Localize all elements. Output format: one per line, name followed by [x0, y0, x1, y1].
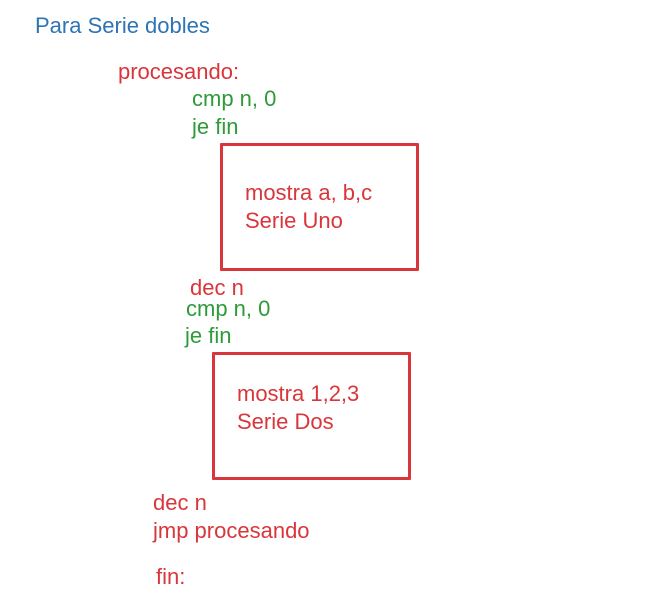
instruction-je-2: je fin	[185, 323, 232, 348]
instruction-dec-1: dec n	[190, 275, 244, 300]
box-serie-dos	[212, 352, 411, 480]
label-procesando: procesando:	[118, 59, 240, 84]
box-serie-uno	[220, 143, 419, 271]
instruction-cmp-2: cmp n, 0	[186, 296, 271, 321]
box-serie-uno-line2: Serie Uno	[245, 208, 343, 233]
page-title: Para Serie dobles	[35, 13, 210, 38]
instruction-dec-2: dec n	[153, 490, 207, 515]
instruction-je-1: je fin	[192, 114, 239, 139]
label-fin: fin:	[156, 564, 186, 589]
instruction-jmp: jmp procesando	[153, 518, 310, 543]
box-serie-dos-line1: mostra 1,2,3	[237, 381, 360, 406]
instruction-cmp-1: cmp n, 0	[192, 86, 277, 111]
box-serie-uno-line1: mostra a, b,c	[245, 180, 373, 205]
box-serie-dos-line2: Serie Dos	[237, 409, 334, 434]
